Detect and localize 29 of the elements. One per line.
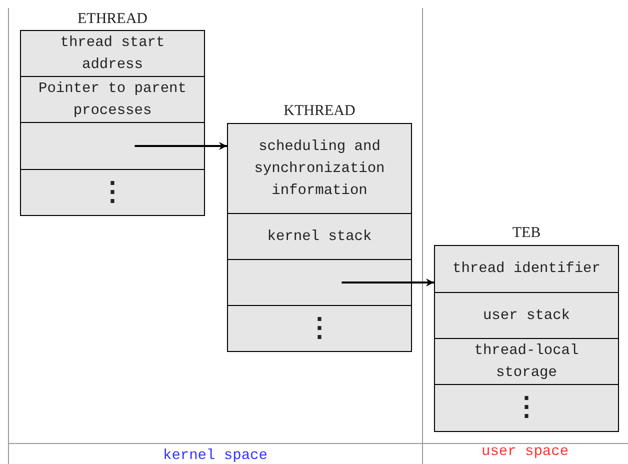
structure-title: KTHREAD (284, 102, 356, 121)
structure-title: ETHREAD (78, 10, 148, 29)
field-cell (227, 123, 412, 214)
field-cell (20, 30, 205, 77)
field-text: thread-local storage (473, 342, 580, 382)
field-text: user stack (482, 306, 570, 326)
field-text: scheduling and synchronization information (253, 138, 386, 200)
field-cell (434, 245, 619, 293)
ellipsis-text: ⋮ (100, 180, 126, 206)
field-text: thread start address (59, 34, 166, 74)
field-cell (227, 305, 412, 352)
arrow (342, 278, 434, 286)
ellipsis-text: ⋮ (306, 316, 332, 342)
empty-field-cell (20, 122, 205, 170)
field-text: Pointer to parent processes (38, 80, 188, 120)
field-text: kernel stack (267, 228, 372, 246)
ellipsis-text: ⋮ (514, 395, 540, 421)
field-cell (20, 76, 205, 123)
structure-title: TEB (512, 224, 541, 243)
field-cell (20, 169, 205, 216)
arrow (134, 142, 227, 150)
region-label: user space (482, 444, 569, 460)
empty-field-cell (227, 259, 412, 306)
field-text: thread identifier (452, 260, 600, 279)
field-cell (434, 292, 619, 339)
field-cell (434, 338, 619, 385)
field-cell (227, 213, 412, 260)
field-cell (434, 384, 619, 432)
region-label: kernel space (163, 448, 268, 464)
